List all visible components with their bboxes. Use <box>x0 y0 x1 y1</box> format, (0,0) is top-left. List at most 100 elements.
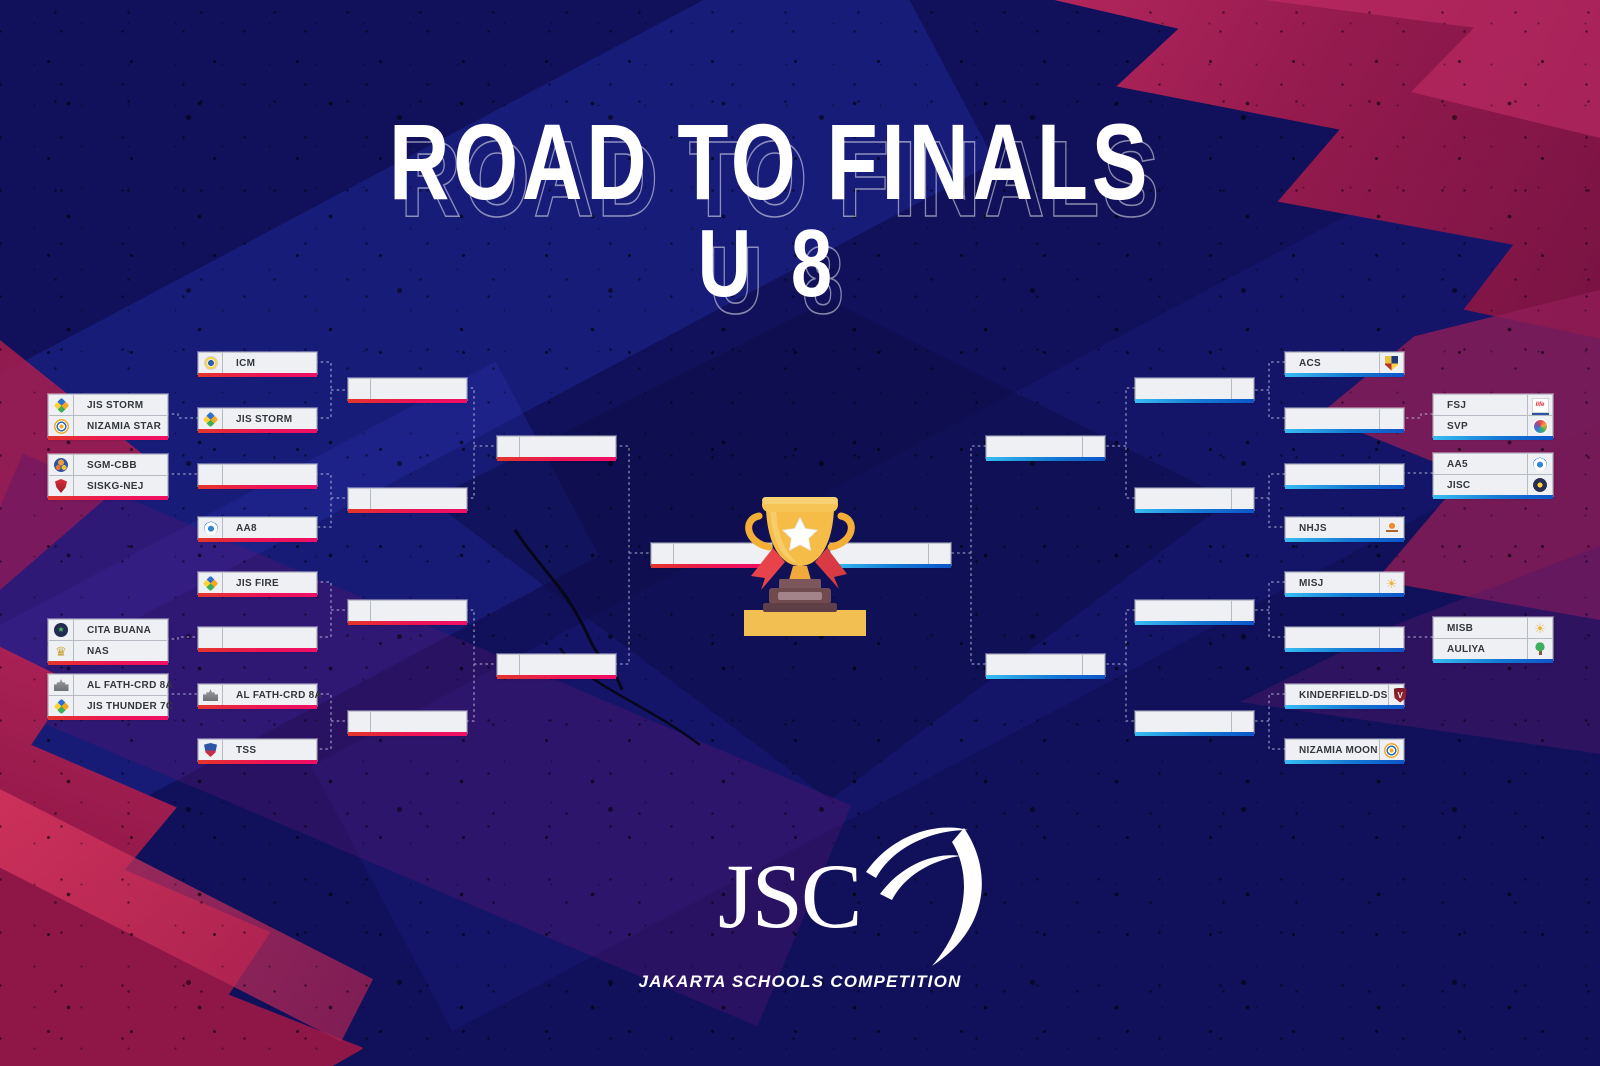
team-logo-icon <box>203 630 219 646</box>
title-echo: ROAD TO FINALS <box>400 118 1163 240</box>
team-logo-icon <box>202 575 219 591</box>
right-round1-3: NHJS <box>1285 517 1404 542</box>
team-name: NIZAMIA MOON <box>1299 744 1378 756</box>
team-logo-icon <box>203 356 218 370</box>
jsc-logo-text: JSC <box>718 845 862 947</box>
team-logo-icon <box>53 643 69 659</box>
team-name <box>371 712 466 732</box>
team-name: AL FATH-CRD 8A <box>236 689 323 701</box>
right-round1-0: ACS <box>1285 352 1404 377</box>
left-round3-0 <box>497 436 616 461</box>
right-round1-2 <box>1285 464 1404 489</box>
team-logo-icon <box>203 467 219 483</box>
team-row: NAS <box>49 640 167 661</box>
right-round3-0 <box>986 436 1105 461</box>
team-logo-icon <box>53 698 69 714</box>
team-name: TSS <box>236 744 257 756</box>
team-name: SGM-CBB <box>87 459 137 471</box>
right-pair-1: AA5 JISC <box>1433 453 1553 499</box>
team-row: AULIYA <box>1434 638 1552 659</box>
team-name <box>1136 489 1231 509</box>
right-round1-6: KINDERFIELD-DS <box>1285 684 1407 709</box>
left-round1-7: TSS <box>198 739 317 764</box>
left-round1-0: ICM <box>198 352 317 377</box>
right-round2-3 <box>1135 711 1254 736</box>
team-logo-icon <box>53 418 69 434</box>
left-round2-1 <box>348 488 467 513</box>
team-name: SVP <box>1447 420 1468 432</box>
team-logo-icon <box>204 743 217 757</box>
left-pair-3: AL FATH-CRD 8A JIS THUNDER 7C <box>48 674 173 720</box>
team-name <box>1286 465 1379 485</box>
team-logo-icon <box>1384 742 1399 758</box>
team-row: JIS STORM <box>49 395 167 415</box>
left-round1-2 <box>198 464 317 489</box>
team-name <box>371 489 466 509</box>
team-name: NIZAMIA STAR <box>87 420 162 432</box>
team-name <box>520 655 615 675</box>
team-logo-icon <box>1532 620 1548 636</box>
team-logo-icon <box>203 689 218 701</box>
team-name <box>1136 712 1231 732</box>
title-line-1: ROAD TO FINALS ROAD TO FINALS <box>389 100 1159 240</box>
team-logo-icon <box>54 458 68 472</box>
team-logo-icon <box>1531 397 1549 413</box>
team-row: CITA BUANA <box>49 620 167 640</box>
title-echo: U 8 <box>709 226 854 335</box>
team-name <box>1136 379 1231 399</box>
team-name: JIS STORM <box>236 413 293 425</box>
team-name: AL FATH-CRD 8A <box>87 679 174 691</box>
left-round1-6: AL FATH-CRD 8A <box>198 684 322 709</box>
team-logo-icon <box>1384 630 1400 646</box>
right-round1-7: NIZAMIA MOON <box>1285 739 1404 764</box>
team-logo-icon <box>1384 467 1400 483</box>
team-name <box>223 628 316 648</box>
left-round3-1 <box>497 654 616 679</box>
team-logo-icon <box>1384 411 1400 427</box>
team-name: AULIYA <box>1447 643 1486 655</box>
team-logo-icon <box>1533 641 1547 657</box>
team-name <box>1286 628 1379 648</box>
team-logo-icon <box>1384 521 1399 535</box>
right-round2-1 <box>1135 488 1254 513</box>
team-logo-icon <box>1532 418 1548 434</box>
team-logo-icon <box>55 479 67 493</box>
team-logo-icon <box>1384 575 1400 591</box>
right-round2-0 <box>1135 378 1254 403</box>
team-logo-icon <box>1385 355 1398 371</box>
right-round2-2 <box>1135 600 1254 625</box>
jsc-logo-mark: JSC <box>600 827 1000 966</box>
left-round2-3 <box>348 711 467 736</box>
left-round2-2 <box>348 600 467 625</box>
title-line-2: U 8 U 8 <box>698 208 844 334</box>
team-name: AA8 <box>236 522 257 534</box>
right-round1-5 <box>1285 627 1404 652</box>
left-round2-0 <box>348 378 467 403</box>
team-row: AL FATH-CRD 8A <box>49 675 173 695</box>
team-row: SISKG-NEJ <box>49 475 167 496</box>
team-row: JIS THUNDER 7C <box>49 695 173 716</box>
team-name: AA5 <box>1447 458 1468 470</box>
team-row: AA5 <box>1434 454 1552 474</box>
team-row: NIZAMIA STAR <box>49 415 167 436</box>
left-pair-0: JIS STORM NIZAMIA STAR <box>48 394 168 440</box>
right-pair-2: MISB AULIYA <box>1433 617 1553 663</box>
team-name: KINDERFIELD-DS <box>1299 689 1388 701</box>
left-pair-1: SGM-CBB SISKG-NEJ <box>48 454 168 500</box>
final-right-slot <box>830 543 951 568</box>
team-name: SISKG-NEJ <box>87 480 144 492</box>
team-logo-icon <box>1393 687 1407 703</box>
team-name: NHJS <box>1299 522 1327 534</box>
right-round1-1 <box>1285 408 1404 433</box>
team-name: CITA BUANA <box>87 624 152 636</box>
team-row: FSJ <box>1434 395 1552 415</box>
team-logo-icon <box>1533 478 1547 492</box>
team-logo-icon <box>1533 457 1547 471</box>
team-name <box>223 465 316 485</box>
team-name: MISJ <box>1299 577 1324 589</box>
team-name: FSJ <box>1447 399 1467 411</box>
page-title: ROAD TO FINALS ROAD TO FINALS U 8 U 8 <box>0 100 1540 334</box>
right-round3-1 <box>986 654 1105 679</box>
left-round1-3: AA8 <box>198 517 317 542</box>
